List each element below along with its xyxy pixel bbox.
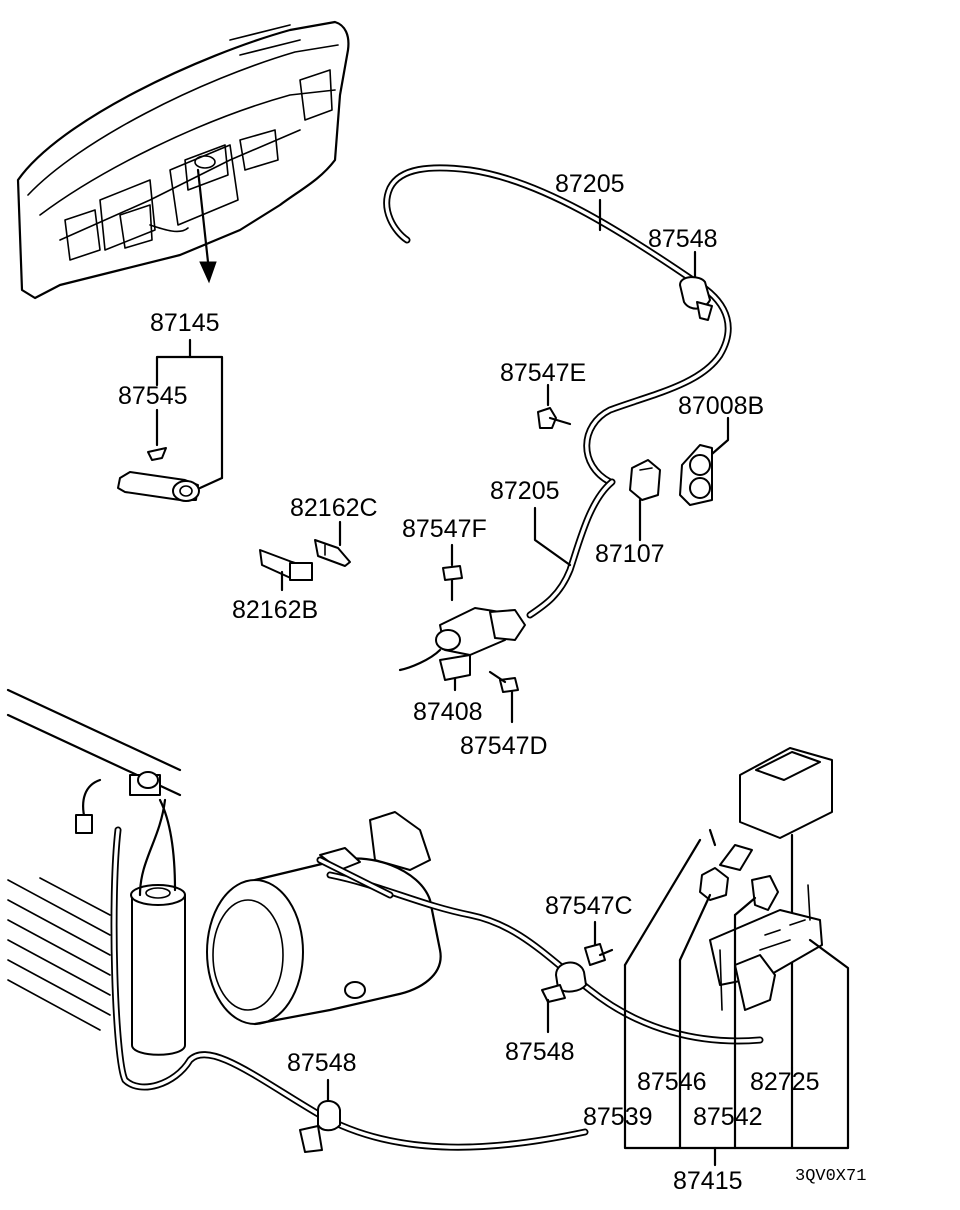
sensor-82162C	[314, 520, 351, 567]
label-87408: 87408	[413, 698, 483, 726]
compressor-illustration	[206, 811, 764, 1045]
relay-box-assembly	[623, 747, 833, 1070]
label-82162B: 82162B	[232, 596, 318, 624]
label-87547D: 87547D	[460, 732, 548, 760]
bolt-87547E	[537, 383, 572, 429]
label-87547C: 87547C	[545, 892, 633, 920]
label-82162C: 82162C	[290, 494, 378, 522]
label-87547F: 87547F	[402, 515, 487, 543]
label-87545: 87545	[118, 382, 188, 410]
label-87008B: 87008B	[678, 392, 764, 420]
label-87548-top: 87548	[648, 225, 718, 253]
dashboard-illustration	[16, 20, 350, 300]
label-87107: 87107	[595, 540, 665, 568]
label-87205-mid: 87205	[490, 477, 560, 505]
label-82725: 82725	[750, 1068, 820, 1096]
part-87145-switch	[117, 338, 224, 502]
reference-code: 3QV0X71	[795, 1167, 866, 1186]
condenser-illustration	[6, 688, 589, 1151]
tube-87205	[383, 164, 732, 486]
clamp-87548-bottom	[299, 1078, 341, 1153]
bolt-87547C	[584, 920, 614, 966]
label-87547E: 87547E	[500, 359, 586, 387]
label-87548-mid: 87548	[505, 1038, 575, 1066]
part-labels: 87205 87548 87145 87545 87547E 87008B 82…	[118, 170, 866, 1195]
bolt-87547F	[442, 543, 463, 602]
bolt-87547D	[488, 670, 519, 724]
tube-87205-lower	[526, 478, 616, 619]
label-87542: 87542	[693, 1103, 763, 1131]
label-87145: 87145	[150, 309, 220, 337]
clamp-87548-mid	[541, 961, 587, 1034]
sensor-82162B	[259, 549, 313, 592]
clamp-87548-top	[679, 250, 713, 321]
label-87415: 87415	[673, 1167, 743, 1195]
leader-lines-87415	[623, 913, 850, 1167]
label-87546: 87546	[637, 1068, 707, 1096]
bracket-87008B	[679, 416, 730, 506]
label-87539: 87539	[583, 1103, 653, 1131]
label-87548-bottom: 87548	[287, 1049, 357, 1077]
connector-87107	[629, 459, 661, 542]
label-87205-top: 87205	[555, 170, 625, 198]
actuator-87408	[398, 607, 526, 692]
